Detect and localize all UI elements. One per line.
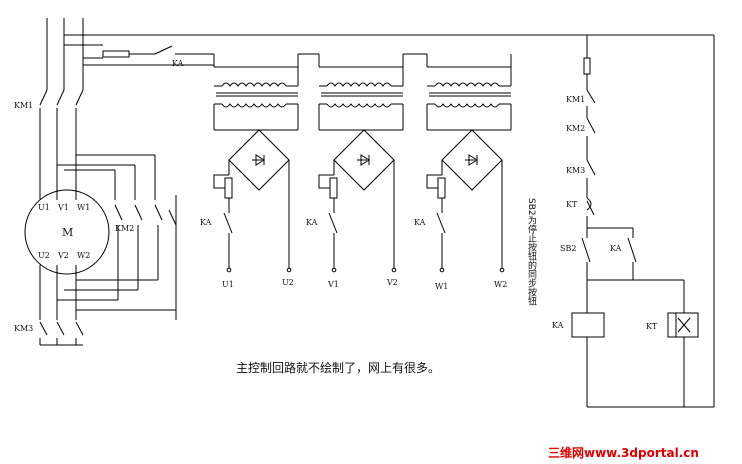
label-out-w1: W1 [435, 282, 448, 291]
label-out-v2: V2 [386, 278, 398, 287]
label-ka-coil: KA [552, 321, 564, 330]
motor [24, 189, 110, 275]
km2-contacts [57, 154, 177, 320]
label-motor-w1: W1 [77, 203, 90, 212]
main-bus [39, 18, 84, 346]
label-motor-v1: V1 [57, 203, 69, 212]
label-ka-2: KA [306, 218, 318, 227]
label-motor-m: M [62, 226, 73, 239]
unit-u [213, 54, 299, 273]
caption: 主控制回路就不绘制了，网上有很多。 [236, 360, 440, 375]
label-ka-top: KA [172, 59, 184, 68]
unit-w [426, 54, 512, 273]
label-km3-right: KM3 [566, 166, 585, 175]
label-km2: KM2 [115, 224, 134, 233]
label-ka-1: KA [200, 218, 212, 227]
label-out-w2: W2 [494, 280, 507, 289]
note-vertical: SB2为停止按钮的同步按钮 [526, 198, 537, 306]
label-km2-right: KM2 [566, 124, 585, 133]
labels: KM1 KM2 KM3 U1 V1 W1 U2 V2 W2 M KA KA KA… [14, 59, 658, 333]
label-kt-contact: KT [566, 200, 578, 209]
label-km1-left: KM1 [14, 101, 33, 110]
control-circuit [571, 35, 714, 408]
label-km3-left: KM3 [14, 324, 33, 333]
label-motor-w2: W2 [77, 251, 90, 260]
primary-feeds [298, 53, 428, 67]
label-ka-hold: KA [610, 244, 622, 253]
label-kt-coil: KT [646, 322, 658, 331]
label-out-u1: U1 [222, 280, 234, 289]
control-supply [64, 34, 715, 407]
label-motor-u2: U2 [38, 251, 50, 260]
label-ka-3: KA [414, 218, 426, 227]
label-motor-u1: U1 [38, 203, 50, 212]
label-km1-right: KM1 [566, 95, 585, 104]
label-motor-v2: V2 [57, 251, 69, 260]
unit-v [318, 54, 404, 273]
label-sb2: SB2 [560, 244, 576, 253]
label-out-u2: U2 [282, 278, 294, 287]
watermark: 三维网www.3dportal.cn [548, 445, 699, 460]
label-out-v1: V1 [327, 280, 339, 289]
